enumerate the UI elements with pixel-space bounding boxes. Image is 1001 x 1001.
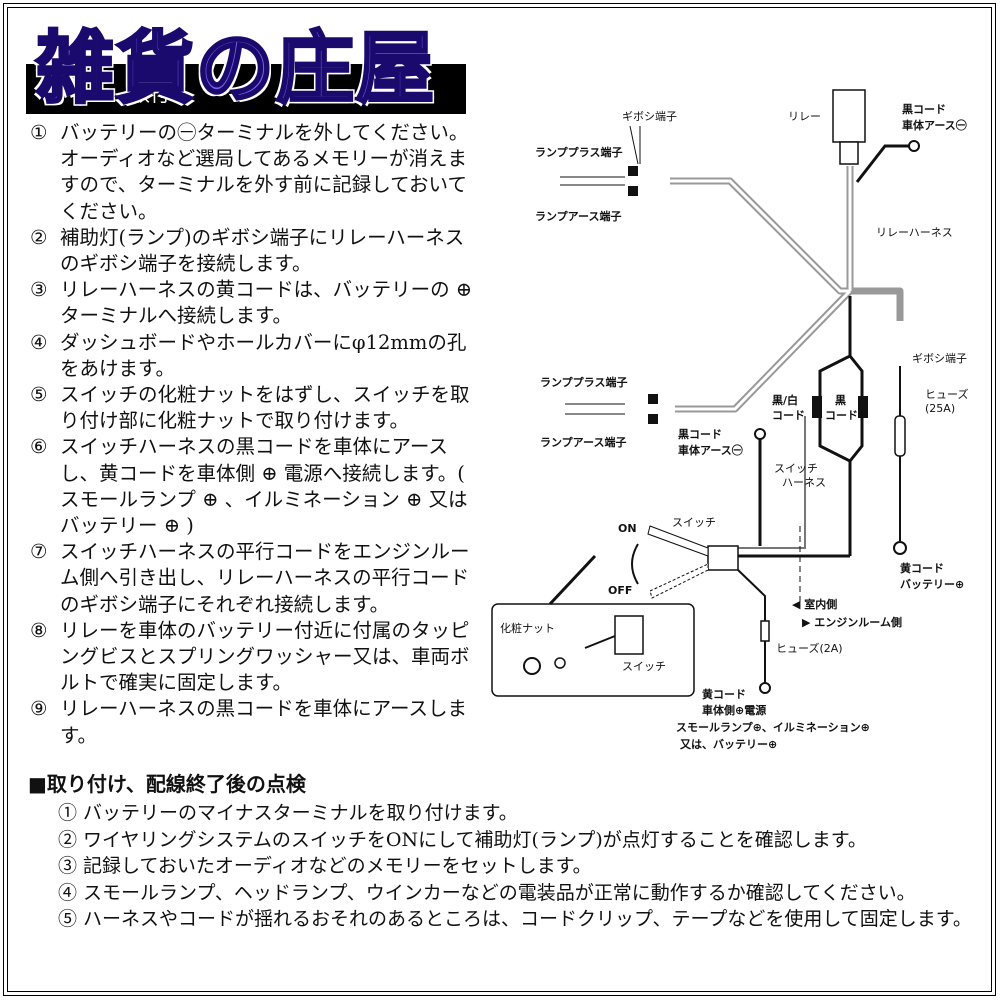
check-item: ① バッテリーのマイナスターミナルを取り付けます。 bbox=[58, 802, 518, 824]
battery-terminal bbox=[893, 541, 907, 555]
fuse-2a bbox=[760, 620, 770, 642]
label-on: ON bbox=[618, 522, 637, 535]
header-band-text: 取付 bbox=[130, 82, 170, 106]
check-item: ⑤ ハーネスやコードが揺れるおそれのあるところは、コードクリップ、テープなどを使… bbox=[58, 908, 972, 930]
label-power-opt-2: 又は、バッテリー⊕ bbox=[679, 738, 777, 751]
label-black-1: 黒 bbox=[835, 394, 846, 407]
label-engine-room: ▶ エンジンルーム側 bbox=[802, 615, 902, 629]
label-black-2: コード bbox=[825, 409, 858, 422]
label-yellow-battery-2: バッテリー⊕ bbox=[900, 578, 964, 591]
label-fuse-25-val: (25A) bbox=[925, 402, 955, 415]
header-band bbox=[26, 64, 466, 114]
label-black-ground-mid-1: 黒コード bbox=[678, 428, 722, 441]
check-list: ① バッテリーのマイナスターミナルを取り付けます。 ② ワイヤリングシステムのス… bbox=[58, 800, 972, 933]
switch-inset-box bbox=[491, 603, 695, 697]
ground-terminal bbox=[908, 140, 920, 152]
relay-box bbox=[832, 89, 866, 143]
label-fuse-2: ヒューズ(2A) bbox=[776, 641, 843, 655]
top-lamp-connectors bbox=[560, 125, 641, 196]
check-item: ④ スモールランプ、ヘッドランプ、ウインカーなどの電装品が正常に動作するか確認し… bbox=[58, 881, 916, 904]
check-item: ③ 記録しておいたオーディオなどのメモリーをセットします。 bbox=[58, 855, 592, 877]
check-section-title: ■取り付け、配線終了後の点検 bbox=[28, 772, 306, 796]
label-power-opt-1: スモールランプ⊕、イルミネーション⊕ bbox=[676, 720, 870, 734]
label-relay-harness: リレーハーネス bbox=[876, 226, 953, 239]
label-fuse-25: ヒューズ bbox=[925, 387, 968, 401]
label-black-white-1: 黒/白 bbox=[772, 393, 798, 407]
bottom-lamp-connectors bbox=[565, 394, 658, 424]
check-item: ② ワイヤリングシステムのスイッチをONにして補助灯(ランプ)が点灯することを確… bbox=[58, 828, 867, 851]
shop-logo: 雑貨の庄屋 bbox=[34, 23, 437, 116]
label-black-ground-top-1: 黒コード bbox=[902, 103, 946, 116]
label-gibosi-top: ギボシ端子 bbox=[622, 110, 677, 123]
label-switch-harness-2: ハーネス bbox=[782, 476, 826, 489]
label-lamp-plus-top: ランププラス端子 bbox=[535, 145, 622, 159]
label-interior: ◀ 室内側 bbox=[792, 597, 837, 611]
relay-ground-wire bbox=[855, 144, 910, 183]
wiring-diagram: ギボシ端子 リレー 黒コード 車体アース㊀ ランププラス端子 ランプアース端子 … bbox=[491, 89, 968, 751]
label-gibosi-right: ギボシ端子 bbox=[912, 352, 967, 365]
label-off: OFF bbox=[608, 584, 632, 597]
label-yellow-power-1: 黄コード bbox=[702, 687, 746, 701]
label-black-white-2: コード bbox=[772, 409, 805, 422]
label-black-ground-top-2: 車体アース㊀ bbox=[902, 118, 967, 132]
label-yellow-power-2: 車体側⊕電源 bbox=[702, 703, 766, 717]
label-switch: スイッチ bbox=[672, 516, 716, 529]
fuse-2a-wire bbox=[737, 569, 766, 686]
label-switch-harness-1: スイッチ bbox=[774, 462, 818, 475]
switch-body bbox=[707, 545, 739, 571]
label-black-ground-mid-2: 車体アース㊀ bbox=[678, 443, 743, 457]
inner-border bbox=[7, 7, 992, 992]
label-lamp-plus-bottom: ランププラス端子 bbox=[540, 375, 627, 389]
fuse-25a bbox=[894, 415, 906, 457]
label-lamp-earth-bottom: ランプアース端子 bbox=[540, 435, 626, 449]
label-lamp-earth-top: ランプアース端子 bbox=[535, 209, 621, 223]
label-yellow-battery-1: 黄コード bbox=[900, 561, 944, 575]
relay-harness-wires bbox=[670, 166, 904, 413]
parallel-cords bbox=[818, 296, 864, 556]
label-relay: リレー bbox=[788, 110, 821, 123]
label-inset-nut: 化粧ナット bbox=[500, 621, 555, 635]
outer-border bbox=[3, 3, 996, 996]
label-inset-switch: スイッチ bbox=[622, 660, 666, 673]
